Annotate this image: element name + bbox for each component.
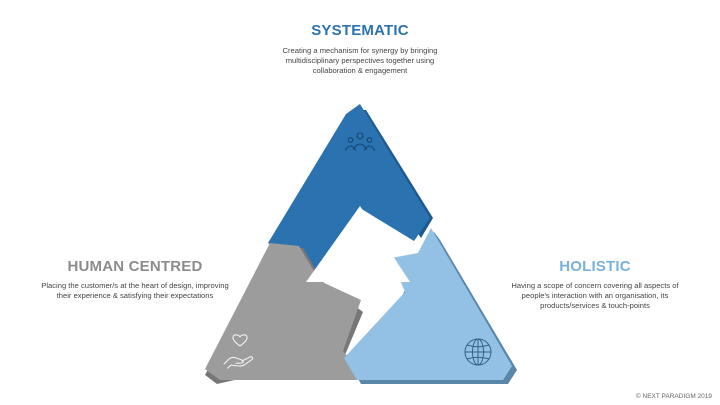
inner-triangle: [306, 206, 410, 282]
systematic-segment-face: [268, 104, 430, 280]
human-centred-segment: [205, 243, 367, 384]
globe-icon: [464, 338, 492, 366]
copyright-footer: © NEXT PARADIGM 2019: [635, 393, 712, 400]
systematic-description: Creating a mechanism for synergy by brin…: [282, 46, 438, 76]
human-centred-description: Placing the customer/s at the heart of d…: [41, 281, 229, 301]
systematic-title: SYSTEMATIC: [311, 22, 409, 39]
holistic-description: Having a scope of concern covering all a…: [511, 281, 679, 311]
people-group-icon: [344, 132, 376, 151]
heart-hand-icon: [223, 334, 254, 369]
human-centred-segment-face: [205, 243, 367, 380]
systematic-segment: [268, 104, 433, 280]
holistic-title: HOLISTIC: [559, 258, 631, 275]
human-centred-title: HUMAN CENTRED: [67, 258, 203, 275]
